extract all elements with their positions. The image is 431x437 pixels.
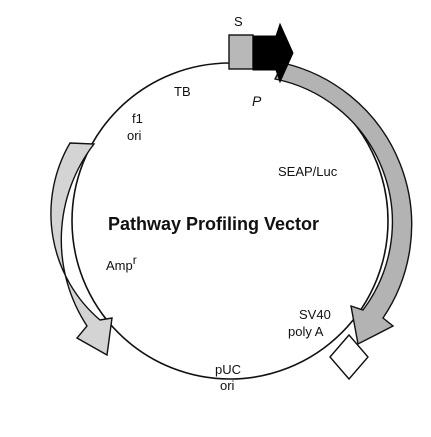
polya-label: poly A bbox=[288, 324, 324, 339]
s-label: S bbox=[234, 14, 243, 29]
amp-label-text: Amp bbox=[106, 258, 133, 273]
amp-superscript: r bbox=[133, 253, 137, 267]
amp-resistance-arrow bbox=[50, 142, 113, 357]
sv40-label: SV40 bbox=[299, 307, 331, 322]
reporter-gene-arrow bbox=[273, 62, 413, 346]
promoter-arrow bbox=[252, 22, 294, 84]
tb-label: TB bbox=[174, 84, 191, 99]
puc-label: pUC bbox=[215, 362, 241, 377]
puc-ori-label: ori bbox=[220, 378, 235, 393]
promoter-label: P bbox=[252, 93, 262, 109]
f1-label: f1 bbox=[132, 111, 143, 126]
sv40-polya-marker bbox=[329, 333, 369, 381]
f1-ori-label: ori bbox=[127, 128, 142, 143]
s-element-box bbox=[228, 34, 254, 70]
amp-label: Ampr bbox=[106, 253, 137, 273]
reporter-label: SEAP/Luc bbox=[278, 164, 338, 179]
vector-title: Pathway Profiling Vector bbox=[108, 214, 319, 234]
